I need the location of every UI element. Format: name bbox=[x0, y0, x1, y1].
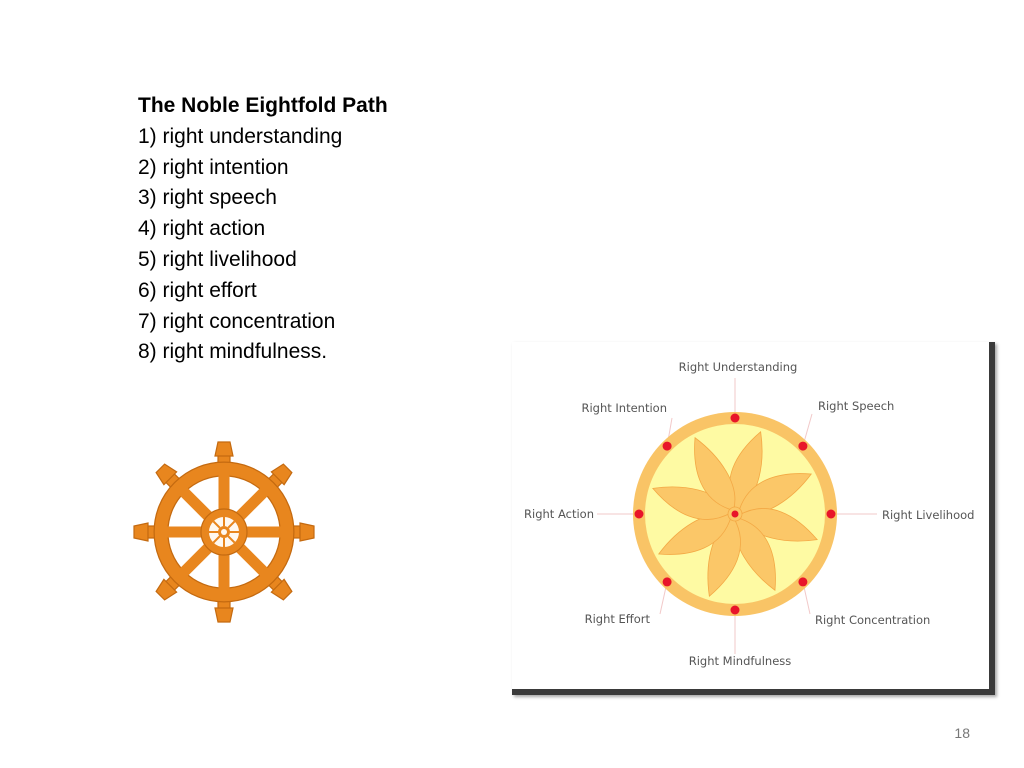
dharma-wheel-icon bbox=[133, 441, 315, 623]
eightfold-path-text: The Noble Eightfold Path 1) right unders… bbox=[138, 91, 388, 368]
label-right-intention: Right Intention bbox=[581, 401, 667, 415]
label-right-speech: Right Speech bbox=[818, 399, 894, 413]
label-right-livelihood: Right Livelihood bbox=[882, 508, 974, 522]
label-right-action: Right Action bbox=[524, 507, 594, 521]
list-item: 6) right effort bbox=[138, 278, 257, 302]
list-item: 4) right action bbox=[138, 217, 266, 241]
label-right-effort: Right Effort bbox=[585, 612, 651, 626]
label-right-concentration: Right Concentration bbox=[815, 613, 930, 627]
list-item: 2) right intention bbox=[138, 155, 289, 179]
label-right-mindfulness: Right Mindfulness bbox=[689, 654, 792, 668]
list-item: 8) right mindfulness. bbox=[138, 340, 328, 364]
label-right-understanding: Right Understanding bbox=[679, 360, 798, 374]
list-item: 7) right concentration bbox=[138, 309, 336, 333]
slide-title: The Noble Eightfold Path bbox=[138, 94, 388, 117]
eightfold-path-diagram: Right Understanding Right Speech Right L… bbox=[512, 342, 995, 695]
list-item: 3) right speech bbox=[138, 186, 277, 210]
list-item: 1) right understanding bbox=[138, 124, 343, 148]
list-item: 5) right livelihood bbox=[138, 247, 297, 271]
page-number: 18 bbox=[954, 725, 970, 741]
